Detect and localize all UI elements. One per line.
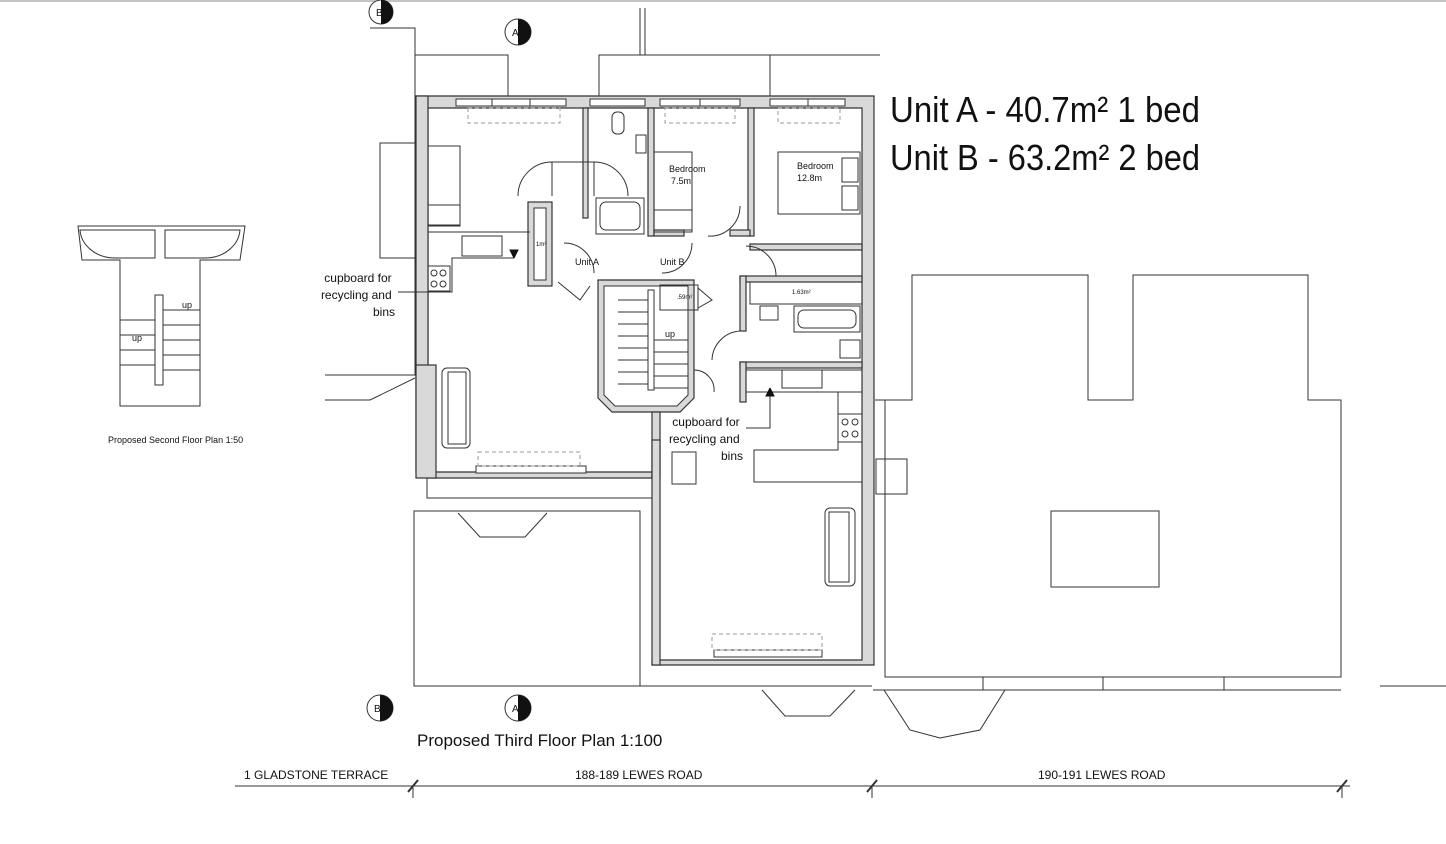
inset-up-label-1: up <box>182 300 192 310</box>
unit-b-label: Unit B <box>660 257 685 267</box>
leader-arrow-left <box>509 249 519 259</box>
plan-title: Proposed Third Floor Plan 1:100 <box>417 731 662 750</box>
address-line <box>235 779 1350 798</box>
svg-text:B: B <box>374 704 381 715</box>
svg-text:A: A <box>512 28 519 39</box>
unit-a-label: Unit A <box>575 257 599 267</box>
bath-area: 1.63m² <box>792 290 811 296</box>
door-swings <box>517 161 777 393</box>
section-marker-b-top: B <box>368 0 394 25</box>
inset-up-label-2: up <box>132 333 142 343</box>
svg-text:B: B <box>376 8 383 19</box>
room-label-bedroom-large: Bedroom <box>797 161 834 171</box>
inset-second-floor-plan: up up <box>77 225 246 407</box>
address-middle: 188-189 LEWES ROAD <box>575 768 703 782</box>
leader-line-left <box>398 257 514 293</box>
room-area-bedroom-small: 7.5m <box>671 176 691 186</box>
leader-arrow-right <box>765 387 775 397</box>
section-marker-a-bottom: A <box>504 694 532 722</box>
section-marker-a-top: A <box>504 18 532 46</box>
stair-up-label: up <box>665 329 675 339</box>
cupboard-a-area: 1m² <box>536 242 546 248</box>
windows <box>455 98 846 658</box>
address-left: 1 GLADSTONE TERRACE <box>244 768 388 782</box>
leader-line-right <box>746 388 771 429</box>
unit-a-summary: Unit A - 40.7m² 1 bed <box>890 89 1200 130</box>
cupboard-b-area: .59m² <box>677 295 692 301</box>
inset-plan-title: Proposed Second Floor Plan 1:50 <box>108 435 243 445</box>
cupboard-note-left: cupboard for recycling and bins <box>321 271 395 319</box>
address-right: 190-191 LEWES ROAD <box>1038 768 1166 782</box>
room-label-bedroom-small: Bedroom <box>669 164 706 174</box>
svg-text:A: A <box>512 704 519 715</box>
unit-b-summary: Unit B - 63.2m² 2 bed <box>890 137 1200 178</box>
cupboard-note-right: cupboard for recycling and bins <box>669 415 743 463</box>
section-marker-b-bottom: B <box>366 694 394 722</box>
main-walls <box>415 95 875 666</box>
room-area-bedroom-large: 12.8m <box>797 173 822 183</box>
furniture <box>427 111 863 587</box>
neighbour-outlines <box>325 8 1446 739</box>
